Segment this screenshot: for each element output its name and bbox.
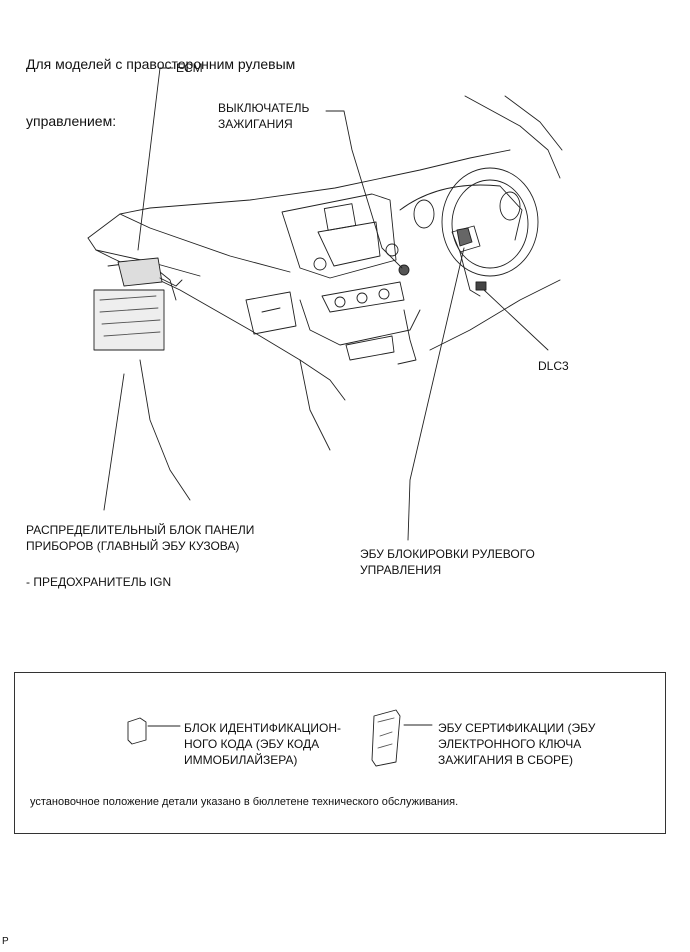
steering-wheel-inner	[451, 179, 529, 269]
vent-knob-1	[334, 296, 346, 308]
glovebox	[245, 291, 297, 335]
vent-knob-3	[378, 288, 390, 300]
cupholder	[345, 335, 395, 361]
ignition-leader	[325, 110, 403, 269]
harness	[159, 277, 183, 287]
id-code-box-icon	[127, 717, 147, 745]
title-line-2: управлением:	[26, 113, 117, 129]
gauge-right	[499, 191, 521, 221]
label-steering-lock-ecu: ЭБУ БЛОКИРОВКИ РУЛЕВОГО УПРАВЛЕНИЯ	[360, 547, 535, 577]
floor-line	[299, 359, 331, 451]
dash-top-outline	[87, 149, 511, 239]
dash-surface	[119, 213, 291, 273]
vent-knob-2	[356, 292, 368, 304]
cluster-hood	[399, 184, 523, 241]
junction-block-detail	[99, 295, 161, 337]
steering-lock-leader	[407, 247, 465, 541]
dlc3-leader	[483, 289, 549, 351]
a-pillar	[504, 95, 563, 151]
vents-lower	[321, 281, 405, 313]
label-ignition-switch: ВЫКЛЮЧАТЕЛЬ ЗАЖИГАНИЯ	[218, 101, 310, 131]
label-ecm: ECM	[176, 61, 203, 75]
glovebox-handle	[261, 307, 281, 313]
gauge-left	[413, 199, 435, 229]
cert-ecu-icon-detail	[377, 717, 395, 749]
label-dlc3: DLC3	[538, 359, 569, 373]
cert-ecu-icon	[371, 709, 401, 767]
ecm-unit	[117, 257, 163, 287]
legend-cert-ecu: ЭБУ СЕРТИФИКАЦИИ (ЭБУ ЭЛЕКТРОННОГО КЛЮЧА…	[438, 721, 596, 767]
shifter	[397, 309, 417, 365]
center-stack-frame	[281, 193, 397, 279]
title-line-1: Для моделей с правосторонним рулевым	[26, 56, 296, 72]
steering-wheel-outer	[441, 167, 539, 277]
label-junction-block: РАСПРЕДЕЛИТЕЛЬНЫЙ БЛОК ПАНЕЛИ ПРИБОРОВ (…	[26, 523, 255, 553]
dlc3-connector	[475, 281, 487, 291]
dash-lower-left	[87, 237, 346, 401]
console-right	[429, 279, 561, 351]
left-knob	[313, 257, 327, 271]
center-stack-inner	[317, 221, 381, 267]
steering-lock-ecu	[456, 227, 473, 247]
junction-leader	[103, 373, 125, 511]
kick-panel	[139, 359, 191, 501]
page-title: Для моделей с правосторонним рулевым упр…	[26, 17, 295, 150]
console-shaft	[299, 299, 421, 346]
corner-mark: P	[2, 936, 9, 947]
legend-id-code-box: БЛОК ИДЕНТИФИКАЦИОН- НОГО КОДА (ЭБУ КОДА…	[184, 721, 342, 767]
steering-column	[459, 251, 481, 297]
legend-note: установочное положение детали указано в …	[30, 796, 459, 808]
legend-box	[14, 672, 666, 834]
label-ign-fuse: - ПРЕДОХРАНИТЕЛЬ IGN	[26, 575, 172, 589]
ecm-leader	[137, 67, 174, 251]
right-knob	[385, 243, 399, 257]
windshield-frame	[464, 95, 561, 179]
